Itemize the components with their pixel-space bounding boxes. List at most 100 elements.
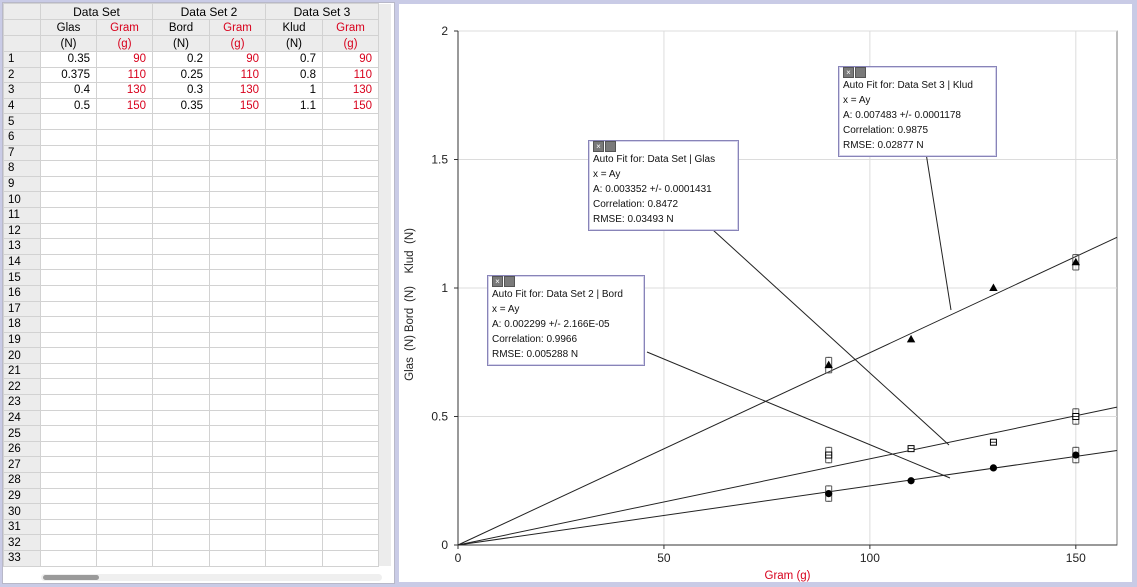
row-number[interactable]: 25 <box>3 425 41 442</box>
table-cell[interactable] <box>96 284 153 302</box>
column-header-klud[interactable]: Klud <box>265 19 323 36</box>
table-row[interactable]: 27 <box>3 456 391 474</box>
table-cell[interactable] <box>322 175 379 193</box>
x-axis-label[interactable]: Gram (g) <box>765 570 811 582</box>
row-number[interactable]: 19 <box>3 331 41 349</box>
table-cell[interactable] <box>322 191 379 208</box>
table-row[interactable]: 28 <box>3 472 391 489</box>
table-cell[interactable] <box>209 550 266 567</box>
table-cell[interactable] <box>265 128 323 146</box>
table-cell[interactable] <box>322 440 379 458</box>
table-cell[interactable] <box>265 362 323 380</box>
fit-annotation-data-set-1[interactable]: × Auto Fit for: Data Set | Glas x = Ay A… <box>588 140 739 231</box>
table-row[interactable]: 19 <box>3 331 391 349</box>
data-point-circle[interactable] <box>1072 451 1080 459</box>
table-cell[interactable] <box>322 425 379 442</box>
table-cell[interactable] <box>322 534 379 551</box>
row-number[interactable]: 2 <box>3 66 41 84</box>
table-cell[interactable] <box>96 550 153 567</box>
table-cell[interactable] <box>209 409 266 427</box>
row-number[interactable]: 1 <box>3 51 41 68</box>
row-number[interactable]: 6 <box>3 128 41 146</box>
table-cell[interactable] <box>152 503 210 520</box>
table-cell[interactable] <box>96 331 153 349</box>
table-row[interactable]: 5 <box>3 113 391 130</box>
table-cell[interactable] <box>152 487 210 505</box>
table-cell[interactable]: 0.375 <box>40 66 97 84</box>
table-cell[interactable]: 0.7 <box>265 51 323 68</box>
table-cell[interactable] <box>152 550 210 567</box>
table-cell[interactable] <box>152 160 210 177</box>
table-row[interactable]: 18 <box>3 316 391 333</box>
table-cell[interactable] <box>265 284 323 302</box>
table-cell[interactable] <box>152 409 210 427</box>
scrollbar-thumb[interactable] <box>43 575 99 580</box>
table-cell[interactable] <box>265 206 323 224</box>
table-cell[interactable] <box>96 222 153 240</box>
table-cell[interactable] <box>209 222 266 240</box>
row-number[interactable]: 18 <box>3 316 41 333</box>
table-cell[interactable] <box>152 191 210 208</box>
data-point-circle[interactable] <box>825 490 833 498</box>
table-cell[interactable] <box>265 394 323 411</box>
table-cell[interactable] <box>322 269 379 286</box>
table-cell[interactable] <box>152 144 210 162</box>
table-cell[interactable] <box>265 222 323 240</box>
table-row[interactable]: 17 <box>3 300 391 318</box>
table-row[interactable]: 14 <box>3 253 391 271</box>
row-number[interactable]: 4 <box>3 97 41 115</box>
table-cell[interactable] <box>96 144 153 162</box>
table-cell[interactable] <box>40 456 97 474</box>
row-number[interactable]: 7 <box>3 144 41 162</box>
table-cell[interactable] <box>152 128 210 146</box>
table-cell[interactable] <box>152 394 210 411</box>
table-cell[interactable] <box>152 175 210 193</box>
table-cell[interactable] <box>96 206 153 224</box>
table-row[interactable]: 6 <box>3 128 391 146</box>
table-cell[interactable] <box>322 206 379 224</box>
table-cell[interactable] <box>209 206 266 224</box>
table-cell[interactable]: 110 <box>209 66 266 84</box>
table-cell[interactable] <box>96 253 153 271</box>
row-number[interactable]: 23 <box>3 394 41 411</box>
table-cell[interactable] <box>40 269 97 286</box>
table-cell[interactable] <box>322 128 379 146</box>
table-cell[interactable] <box>322 362 379 380</box>
table-cell[interactable] <box>322 550 379 567</box>
table-cell[interactable] <box>96 128 153 146</box>
table-cell[interactable] <box>152 253 210 271</box>
table-cell[interactable] <box>209 316 266 333</box>
table-row[interactable]: 33 <box>3 550 391 567</box>
table-cell[interactable] <box>209 238 266 255</box>
table-cell[interactable] <box>209 456 266 474</box>
table-cell[interactable] <box>265 472 323 489</box>
table-cell[interactable] <box>96 160 153 177</box>
table-cell[interactable] <box>96 518 153 536</box>
table-cell[interactable] <box>265 160 323 177</box>
table-row[interactable]: 25 <box>3 425 391 442</box>
row-number[interactable]: 32 <box>3 534 41 551</box>
close-icon[interactable]: × <box>593 141 604 152</box>
table-cell[interactable] <box>322 284 379 302</box>
row-number[interactable]: 27 <box>3 456 41 474</box>
table-cell[interactable] <box>152 238 210 255</box>
table-cell[interactable]: 130 <box>96 82 153 99</box>
table-cell[interactable] <box>96 503 153 520</box>
table-cell[interactable] <box>40 409 97 427</box>
table-cell[interactable] <box>209 425 266 442</box>
column-header-bord[interactable]: Bord <box>152 19 210 36</box>
row-number[interactable]: 29 <box>3 487 41 505</box>
table-cell[interactable]: 0.35 <box>40 51 97 68</box>
row-number[interactable]: 9 <box>3 175 41 193</box>
table-cell[interactable] <box>40 487 97 505</box>
table-row[interactable]: 26 <box>3 440 391 458</box>
table-cell[interactable] <box>265 316 323 333</box>
table-cell[interactable] <box>152 472 210 489</box>
table-cell[interactable] <box>152 534 210 551</box>
row-number[interactable]: 20 <box>3 347 41 364</box>
horizontal-scrollbar[interactable] <box>41 574 382 581</box>
table-row[interactable]: 8 <box>3 160 391 177</box>
data-point-circle[interactable] <box>989 464 998 472</box>
